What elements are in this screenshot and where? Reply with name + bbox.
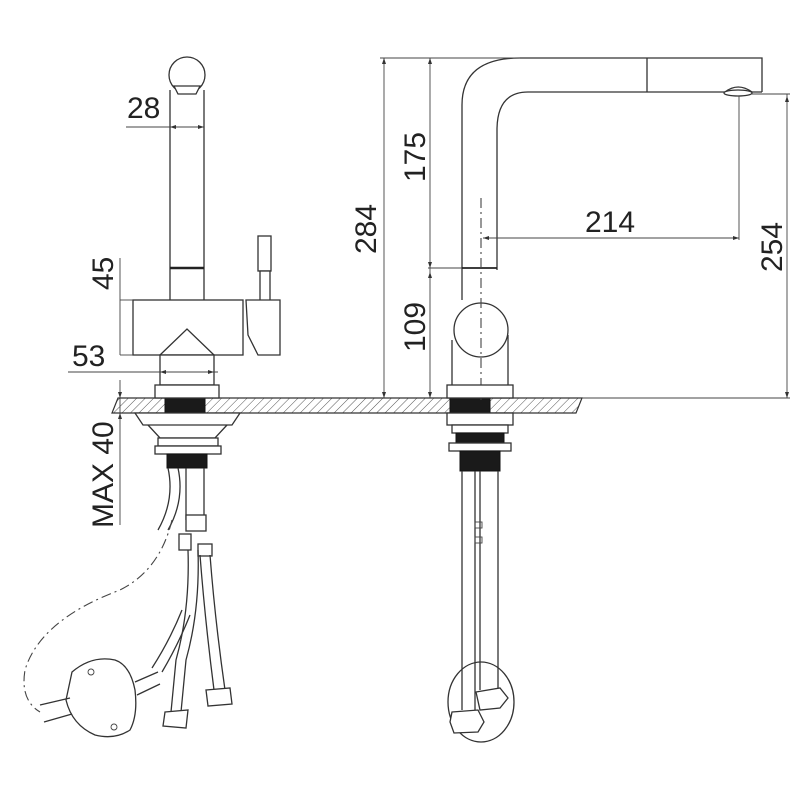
dim-total-height: 284 [350,204,383,254]
side-view [446,57,763,743]
dim-spout-diameter: 28 [127,92,160,125]
dim-body-height: 45 [87,257,120,290]
front-dimensions: 28 45 53 MAX 40 [68,92,218,528]
dim-outlet-height: 254 [756,222,789,272]
dim-upper-spout-height: 175 [399,132,432,182]
dim-max-counter-thickness: MAX 40 [87,421,120,528]
side-dimensions: 284 175 109 214 254 [350,57,790,399]
dim-lower-body-height: 109 [399,302,432,352]
front-view [23,56,281,738]
countertop [111,397,583,414]
dim-base-width: 53 [72,340,105,373]
dim-spout-reach: 214 [585,206,635,239]
